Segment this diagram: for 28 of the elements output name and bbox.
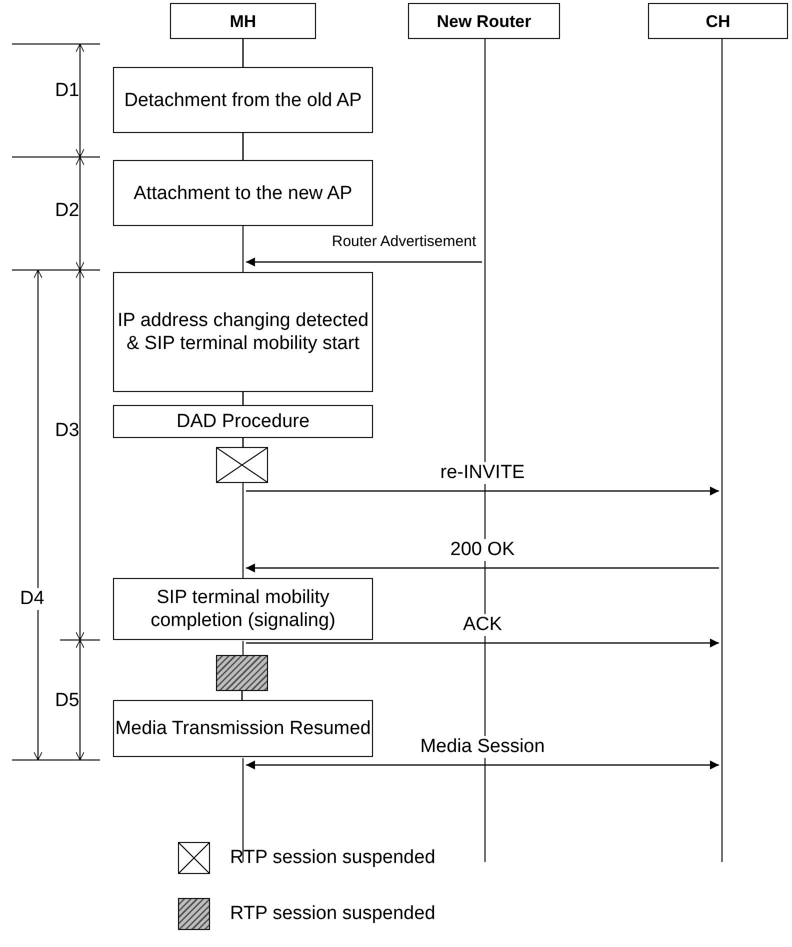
message-label: ACK xyxy=(460,614,504,636)
process-box: Attachment to the new AP xyxy=(113,160,373,226)
process-box: Detachment from the old AP xyxy=(113,67,373,133)
message-arrow xyxy=(246,564,719,572)
message-arrow xyxy=(246,258,482,266)
lifeline xyxy=(242,39,244,67)
duration-label: D4 xyxy=(20,588,44,610)
lifeline xyxy=(242,133,244,160)
lifeline xyxy=(240,483,246,578)
legend-text: RTP session suspended xyxy=(230,847,436,869)
participant-box: CH xyxy=(648,3,788,39)
process-box: IP address changing detected & SIP terminal mobility start xyxy=(113,272,373,392)
lifeline xyxy=(242,392,244,405)
process-box: SIP terminal mobility completion (signaling) xyxy=(113,578,373,640)
lifeline xyxy=(240,226,246,272)
lifeline xyxy=(719,39,725,862)
message-arrow xyxy=(246,638,719,648)
participant-box: New Router xyxy=(408,3,560,39)
message-label: 200 OK xyxy=(448,539,517,561)
participant-box: MH xyxy=(170,3,316,39)
legend-text: RTP session suspended xyxy=(230,903,436,925)
process-box: Media Transmission Resumed xyxy=(113,700,373,757)
message-arrow xyxy=(246,760,719,770)
crossed-box xyxy=(216,447,268,483)
message-arrow xyxy=(246,486,719,496)
process-box: DAD Procedure xyxy=(113,405,373,438)
hatched-box xyxy=(216,655,268,691)
lifeline xyxy=(240,641,246,655)
